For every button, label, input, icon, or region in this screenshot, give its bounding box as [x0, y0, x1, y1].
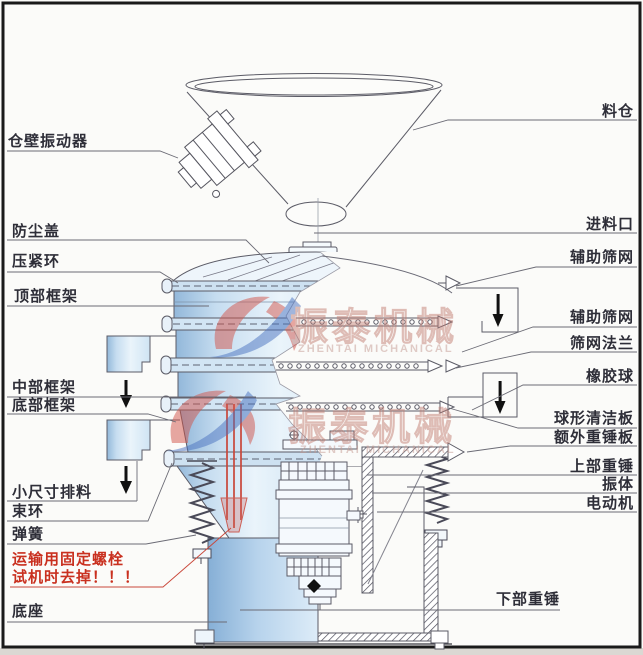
machine-drawing	[106, 73, 519, 650]
label-vibrating-body: 振体	[602, 475, 634, 493]
screen-row-1	[296, 315, 454, 329]
label-small-size-discharge: 小尺寸排料	[12, 483, 92, 501]
cutaway-region	[272, 252, 395, 466]
flow-arrow-icon	[445, 359, 462, 373]
wall-vibrator-device	[177, 108, 262, 198]
down-arrow-icon	[120, 466, 132, 494]
down-arrow-icon	[120, 380, 132, 408]
label-aux-screen-1: 辅助筛网	[570, 248, 634, 266]
watermark-en-text: ZHENTAI MICHANICAL	[298, 343, 454, 355]
watermark-en-text: ZHENTAI MICHANICAL	[300, 444, 456, 456]
screen-row-3	[286, 400, 456, 414]
lower-weight-marker	[307, 579, 321, 593]
watermark-lower: 振泰机械 ZHENTAI MICHANICAL	[166, 390, 456, 456]
label-upper-weight: 上部重锤	[570, 457, 634, 475]
flow-arrow-icon	[437, 315, 454, 329]
watermark-logo-icon	[170, 390, 226, 443]
photo-edge	[0, 648, 643, 655]
leader-screen-flange	[455, 351, 637, 369]
flow-arrow-icon	[447, 442, 466, 462]
label-rubber-ball: 橡胶球	[586, 367, 634, 385]
leader-aux-screen-1	[455, 266, 637, 287]
down-arrow-icon	[494, 381, 506, 414]
watermark-cn-text: 振泰机械	[290, 307, 458, 349]
watermark-upper: 振泰机械 ZHENTAI MICHANICAL	[210, 296, 458, 358]
label-clamp-ring: 压紧环	[12, 253, 60, 270]
motor-assembly	[275, 430, 361, 610]
leader-lines	[7, 119, 637, 623]
flow-boxes	[447, 287, 519, 418]
label-base: 底座	[12, 602, 44, 620]
leader-dust-cover	[7, 239, 270, 264]
callout-labels: 仓壁振动器 防尘盖 压紧环 顶部框架 中部框架 底部框架 小尺寸排料 束环 弹簧…	[7, 102, 634, 620]
label-extra-weight-plate: 额外重锤板	[554, 428, 634, 446]
leader-bottom-frame	[7, 413, 177, 423]
leader-aux-screen-2	[461, 326, 637, 353]
label-bundle-ring: 束环	[12, 503, 44, 520]
label-middle-frame: 中部框架	[12, 378, 76, 396]
label-screen-flange: 筛网法兰	[570, 334, 634, 352]
watermark-logo-icon	[210, 297, 301, 358]
label-lower-weight: 下部重锤	[496, 590, 560, 608]
leader-hopper	[412, 119, 637, 131]
label-aux-screen-2: 辅助筛网	[570, 308, 634, 326]
label-spring: 弹簧	[12, 525, 44, 543]
label-feed-inlet: 进料口	[586, 215, 634, 233]
leader-clamp-ring	[7, 271, 179, 284]
section-dome-curve	[321, 255, 453, 294]
label-bottom-frame: 底部框架	[12, 396, 76, 414]
label-dust-cover: 防尘盖	[12, 222, 60, 240]
leader-rubber-ball	[471, 384, 637, 411]
flow-arrow-icon	[439, 400, 456, 414]
screen-rows	[276, 275, 462, 414]
label-top-frame: 顶部框架	[14, 287, 78, 305]
down-arrow-icon	[492, 294, 504, 327]
flow-arrow-icon	[445, 275, 462, 291]
leader-bundle-ring	[7, 462, 173, 522]
label-warning-line2: 试机时去掉！！！	[12, 568, 140, 586]
label-ball-cleaning-plate: 球形清洁板	[554, 409, 634, 427]
leader-small-size-discharge	[7, 461, 138, 502]
leader-warning	[10, 527, 232, 588]
leader-ball-cleaning-plate	[448, 407, 637, 429]
watermark-logo-icon	[214, 296, 270, 349]
leader-extra-weight-plate	[466, 445, 637, 453]
label-hopper: 料仓	[602, 102, 634, 120]
hopper-funnel	[185, 73, 443, 227]
screen-row-2	[276, 359, 462, 373]
torn-edge	[271, 251, 341, 457]
label-motor: 电动机	[586, 494, 634, 512]
flow-arrow-icon	[427, 359, 444, 373]
label-warning-line1: 运输用固定螺栓	[12, 550, 124, 568]
label-wall-vibrator: 仓壁振动器	[7, 132, 88, 150]
watermark-cn-text: 振泰机械	[288, 407, 456, 449]
discharge-spouts	[106, 335, 180, 494]
leader-spring	[7, 534, 197, 545]
section-parts	[196, 442, 466, 650]
leader-wall-vibrator	[7, 150, 179, 159]
